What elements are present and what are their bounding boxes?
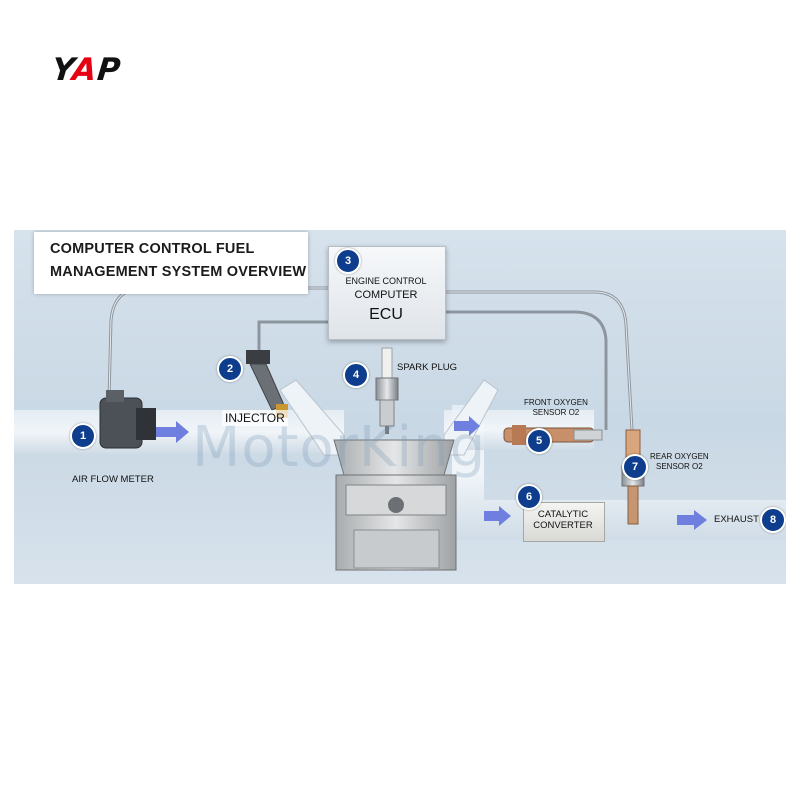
title-line-1: COMPUTER CONTROL FUEL bbox=[50, 241, 255, 257]
badge-6: 6 bbox=[516, 484, 542, 510]
flow-arrow-exhaust-3 bbox=[677, 510, 707, 530]
rear-o2-label-line-2: SENSOR O2 bbox=[656, 462, 703, 471]
front-o2-sensor-part bbox=[503, 425, 603, 445]
yap-logo: YAP bbox=[50, 52, 123, 88]
badge-3: 3 bbox=[335, 248, 361, 274]
front-o2-label: FRONT OXYGEN SENSOR O2 bbox=[524, 398, 588, 418]
injector-label: INJECTOR bbox=[222, 410, 288, 426]
logo-letter-p: P bbox=[95, 52, 124, 88]
front-o2-label-line-1: FRONT OXYGEN bbox=[524, 398, 588, 407]
injector-part bbox=[246, 350, 288, 418]
flow-arrows bbox=[156, 416, 707, 530]
flow-arrow-intake bbox=[156, 421, 189, 443]
spark-plug-part bbox=[375, 347, 399, 434]
air-flow-meter-label: AIR FLOW METER bbox=[72, 474, 154, 485]
catalytic-label-line-1: CATALYTIC bbox=[537, 509, 589, 520]
rear-o2-label: REAR OXYGEN SENSOR O2 bbox=[650, 452, 709, 472]
badge-4: 4 bbox=[343, 362, 369, 388]
ecu-label-line-3: ECU bbox=[369, 306, 403, 323]
engine-block bbox=[279, 379, 499, 571]
diagram-title: COMPUTER CONTROL FUEL MANAGEMENT SYSTEM … bbox=[50, 238, 306, 284]
ecu-label-line-2: COMPUTER bbox=[354, 289, 418, 301]
flow-arrow-exhaust-1 bbox=[454, 416, 480, 436]
catalytic-label-line-2: CONVERTER bbox=[533, 520, 593, 531]
badge-7: 7 bbox=[622, 454, 648, 480]
catalytic-label: CATALYTIC CONVERTER bbox=[523, 509, 603, 531]
badge-2: 2 bbox=[217, 356, 243, 382]
ecu-label-line-1: ENGINE CONTROL bbox=[345, 276, 427, 286]
rear-o2-label-line-1: REAR OXYGEN bbox=[650, 452, 709, 461]
badge-5: 5 bbox=[526, 428, 552, 454]
title-line-2: MANAGEMENT SYSTEM OVERVIEW bbox=[50, 264, 307, 280]
badge-8: 8 bbox=[760, 507, 786, 533]
flow-arrow-exhaust-2 bbox=[484, 506, 511, 526]
air-flow-meter-part bbox=[99, 390, 156, 449]
exhaust-label: EXHAUST bbox=[714, 514, 759, 525]
title-box: COMPUTER CONTROL FUEL MANAGEMENT SYSTEM … bbox=[34, 232, 308, 294]
catalytic-converter-box bbox=[523, 502, 605, 542]
spark-plug-label: SPARK PLUG bbox=[397, 362, 458, 373]
fuel-system-diagram: MotorKing COMPUTER CONTROL FUEL MANAGEME… bbox=[14, 230, 786, 584]
badge-1: 1 bbox=[70, 423, 96, 449]
front-o2-label-line-2: SENSOR O2 bbox=[532, 408, 580, 417]
